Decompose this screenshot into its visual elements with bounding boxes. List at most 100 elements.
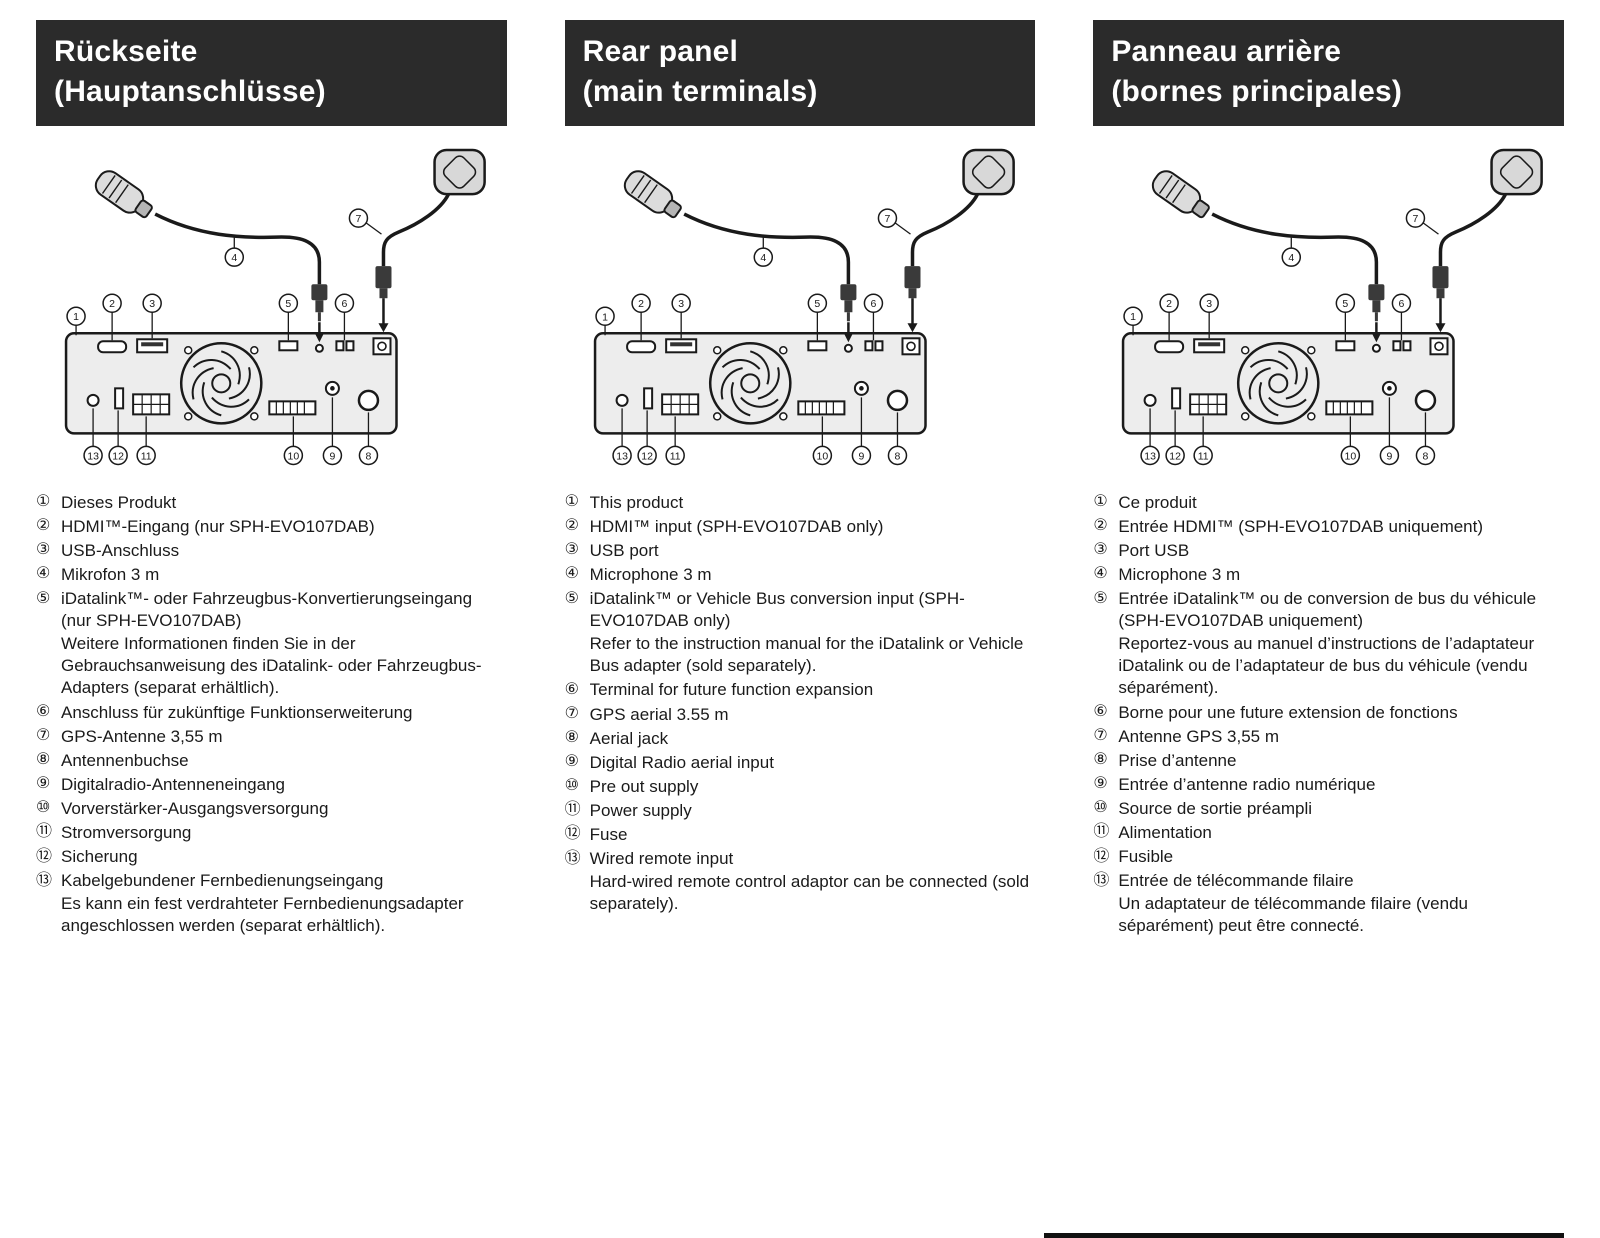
- list-item: ⑦ GPS aerial 3.55 m: [565, 704, 1036, 726]
- item-text: USB port: [589, 540, 659, 560]
- item-text: Ce produit: [1118, 492, 1197, 512]
- svg-text:5: 5: [285, 298, 291, 310]
- expansion-port-a: [335, 340, 345, 352]
- item-text: USB-Anschluss: [61, 540, 180, 560]
- item-text: Prise d’antenne: [1118, 750, 1237, 770]
- device-panel: [593, 332, 927, 435]
- item-note: Hard-wired remote control adaptor can be…: [589, 872, 1030, 914]
- svg-text:8: 8: [1423, 451, 1429, 463]
- item-note: Weitere Informationen finden Sie in der …: [61, 634, 482, 698]
- microphone-icon: [1152, 170, 1385, 343]
- item-text: Microphone 3 m: [589, 564, 712, 584]
- svg-text:9: 9: [329, 451, 335, 463]
- expansion-port-b: [874, 340, 884, 352]
- item-text: Fusible: [1118, 847, 1174, 867]
- item-number: ⑧: [564, 729, 579, 747]
- item-number: ⑤: [564, 589, 579, 607]
- item-text: Anschluss für zukünftige Funktionserweit…: [61, 702, 413, 722]
- item-text: HDMI™-Eingang (nur SPH-EVO107DAB): [61, 516, 375, 536]
- aerial-jack: [1415, 389, 1437, 412]
- item-number: ④: [1093, 565, 1108, 583]
- item-text: Antenne GPS 3,55 m: [1118, 726, 1279, 746]
- gps-antenna-icon: [1432, 148, 1544, 333]
- item-number: ⑧: [1093, 751, 1108, 769]
- item-number: ②: [564, 517, 579, 535]
- item-number: ⑩: [36, 799, 51, 817]
- svg-text:1: 1: [73, 311, 79, 323]
- item-number: ⑩: [1093, 799, 1108, 817]
- diagram-container-german: 1 2 3 4 5 6 7 8 9 10 11 12 13: [36, 138, 507, 483]
- mic-arrow: [843, 332, 854, 343]
- item-text: Digital Radio aerial input: [589, 752, 774, 772]
- section-title-line1: Panneau arrière: [1111, 35, 1342, 68]
- item-text: GPS aerial 3.55 m: [589, 704, 729, 724]
- section-header-english: Rear panel (main terminals): [564, 20, 1036, 127]
- item-text: Port USB: [1118, 540, 1190, 560]
- hdmi-port: [625, 340, 656, 354]
- aerial-jack: [886, 389, 908, 412]
- mic-jack: [1372, 343, 1382, 353]
- column-english: Rear panel (main terminals): [564, 20, 1036, 939]
- svg-text:12: 12: [1170, 451, 1182, 463]
- section-title-line1: Rückseite: [54, 35, 198, 68]
- item-number: ⑦: [564, 705, 579, 723]
- idatalink-port: [1335, 340, 1356, 352]
- gps-arrow: [378, 323, 389, 333]
- expansion-port-b: [1402, 340, 1412, 352]
- expansion-port-b: [345, 340, 355, 352]
- wired-remote-jack: [615, 394, 629, 408]
- item-text: Terminal for future function expansion: [589, 680, 874, 700]
- item-text: Alimentation: [1118, 822, 1212, 842]
- svg-text:2: 2: [638, 298, 644, 310]
- section-header-french: Panneau arrière (bornes principales): [1093, 20, 1564, 127]
- section-title-line2: (main terminals): [582, 74, 818, 108]
- item-text: Mikrofon 3 m: [61, 564, 160, 584]
- item-number: ①: [564, 493, 579, 511]
- item-number: ⑦: [36, 727, 51, 745]
- svg-text:4: 4: [760, 252, 766, 264]
- item-text: GPS-Antenne 3,55 m: [61, 726, 223, 746]
- diagram-container-french: 1 2 3 4 5 6 7 8 9 10 11 12 13: [1093, 138, 1564, 483]
- svg-text:13: 13: [616, 451, 628, 463]
- item-text: iDatalink™- oder Fahrzeugbus-Konvertieru…: [61, 588, 507, 699]
- svg-text:10: 10: [1345, 451, 1357, 463]
- svg-text:8: 8: [894, 451, 900, 463]
- item-number: ⑨: [564, 753, 579, 771]
- svg-text:6: 6: [1399, 298, 1405, 310]
- svg-text:12: 12: [112, 451, 124, 463]
- callouts: 1 2 3 4 5 6 7 8 9 10 11 12 13: [594, 208, 907, 466]
- item-text: Stromversorgung: [61, 822, 192, 842]
- expansion-port-a: [1392, 340, 1402, 352]
- gps-plug: [904, 266, 921, 299]
- svg-text:8: 8: [366, 451, 372, 463]
- diagram-container-english: 1 2 3 4 5 6 7 8 9 10 11 12 13: [565, 138, 1036, 483]
- gps-jack: [1429, 337, 1449, 356]
- mic-plug: [840, 284, 857, 322]
- mic-plug: [311, 284, 328, 322]
- aerial-jack: [357, 389, 380, 412]
- callouts: 1 2 3 4 5 6 7 8 9 10 11 12 13: [66, 208, 379, 466]
- item-number: ③: [36, 541, 51, 559]
- svg-text:5: 5: [1343, 298, 1349, 310]
- item-number: ⑦: [1093, 727, 1108, 745]
- svg-text:7: 7: [884, 213, 890, 225]
- list-item: ⑦ GPS-Antenne 3,55 m: [36, 726, 507, 748]
- svg-text:11: 11: [141, 451, 152, 463]
- item-number: ①: [1093, 493, 1108, 511]
- gps-arrow: [907, 323, 918, 333]
- manual-page: Rückseite (Hauptanschlüsse): [36, 20, 1564, 939]
